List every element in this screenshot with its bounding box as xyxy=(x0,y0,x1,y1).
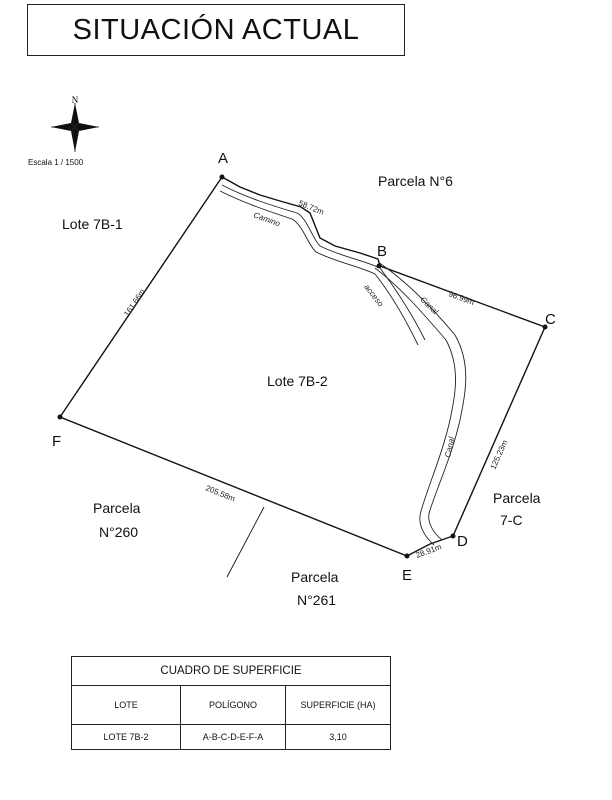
vertex-label-c: C xyxy=(545,311,556,328)
area-lote-7b2: Lote 7B-2 xyxy=(267,373,328,389)
scale-label: Escala 1 / 1500 xyxy=(28,158,84,167)
boundary-tick xyxy=(226,506,265,578)
road-label-camino: Camino xyxy=(252,210,281,228)
lot-boundary xyxy=(58,176,546,557)
north-arrow-icon xyxy=(51,103,99,152)
canal-label-2: Canal xyxy=(443,436,456,459)
header-superficie: SUPERFICIE (HA) xyxy=(285,685,391,725)
area-parcela-261-line2: N°261 xyxy=(297,592,336,608)
area-lote-7b1: Lote 7B-1 xyxy=(62,216,123,232)
cell-superficie: 3,10 xyxy=(285,724,391,750)
distance-bc: 96.99m xyxy=(447,289,475,307)
page-title: SITUACIÓN ACTUAL xyxy=(72,13,360,46)
area-parcela-7c-line1: Parcela xyxy=(493,490,541,506)
north-label: N xyxy=(72,95,79,105)
canal-lines xyxy=(374,261,467,546)
surface-table-header-row: LOTE POLÍGONO SUPERFICIE (HA) xyxy=(71,685,391,725)
vertex-points xyxy=(57,174,548,559)
title-box: SITUACIÓN ACTUAL xyxy=(27,4,405,56)
table-row: LOTE 7B-2 A-B-C-D-E-F-A 3,10 xyxy=(71,724,391,750)
distance-ab: 58.72m xyxy=(297,199,325,217)
road-label-acceso: acceso xyxy=(362,283,385,309)
vertex-label-b: B xyxy=(377,243,387,260)
area-parcela-6: Parcela N°6 xyxy=(378,173,453,189)
area-parcela-261-line1: Parcela xyxy=(291,569,339,585)
header-poligono: POLÍGONO xyxy=(180,685,286,725)
road-lines xyxy=(219,184,426,346)
vertex-label-f: F xyxy=(52,433,61,450)
surface-table: CUADRO DE SUPERFICIE LOTE POLÍGONO SUPER… xyxy=(71,656,391,750)
cell-poligono: A-B-C-D-E-F-A xyxy=(180,724,286,750)
distance-cd: 125.23m xyxy=(489,438,510,470)
vertex-label-a: A xyxy=(218,150,228,167)
distance-fa: 161.66m xyxy=(122,287,147,318)
header-lote: LOTE xyxy=(71,685,181,725)
canal-label-1: Canal xyxy=(419,295,440,316)
surface-table-title: CUADRO DE SUPERFICIE xyxy=(71,656,391,686)
vertex-label-d: D xyxy=(457,533,468,550)
area-parcela-7c-line2: 7-C xyxy=(500,512,523,528)
area-parcela-260-line2: N°260 xyxy=(99,524,138,540)
vertex-label-e: E xyxy=(402,567,412,584)
cell-lote: LOTE 7B-2 xyxy=(71,724,181,750)
area-parcela-260-line1: Parcela xyxy=(93,500,141,516)
